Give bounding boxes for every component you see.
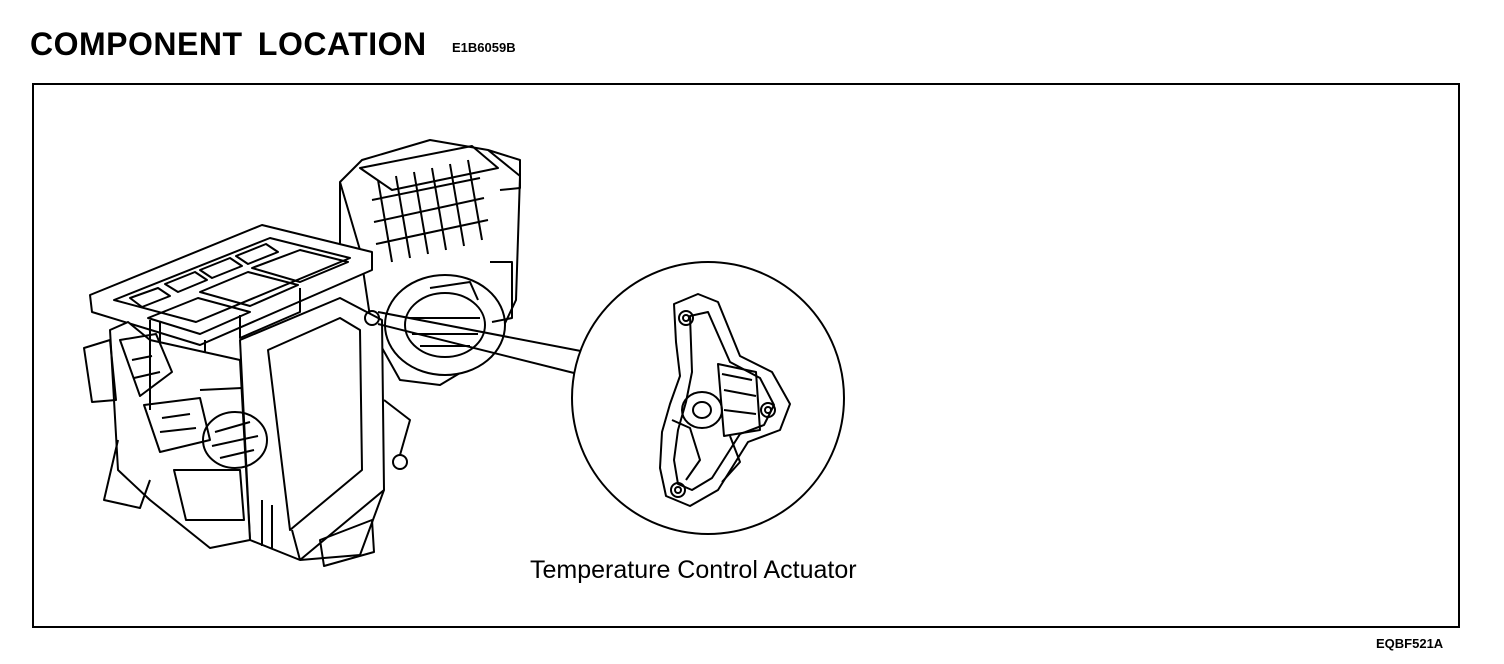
leader-line-lower (377, 323, 579, 375)
actuator-mount-point (364, 310, 380, 326)
callout-label-temperature-control-actuator: Temperature Control Actuator (530, 556, 857, 584)
heater-housing (83, 224, 411, 567)
section-code: E1B6059B (452, 40, 516, 55)
blower-housing (339, 139, 521, 386)
diagram-frame (32, 83, 1460, 628)
figure-reference-code: EQBF521A (1376, 636, 1444, 651)
temperature-control-actuator-drawing (659, 293, 791, 507)
leader-line-upper (377, 311, 587, 353)
page-title: COMPONENT LOCATION (30, 26, 427, 62)
